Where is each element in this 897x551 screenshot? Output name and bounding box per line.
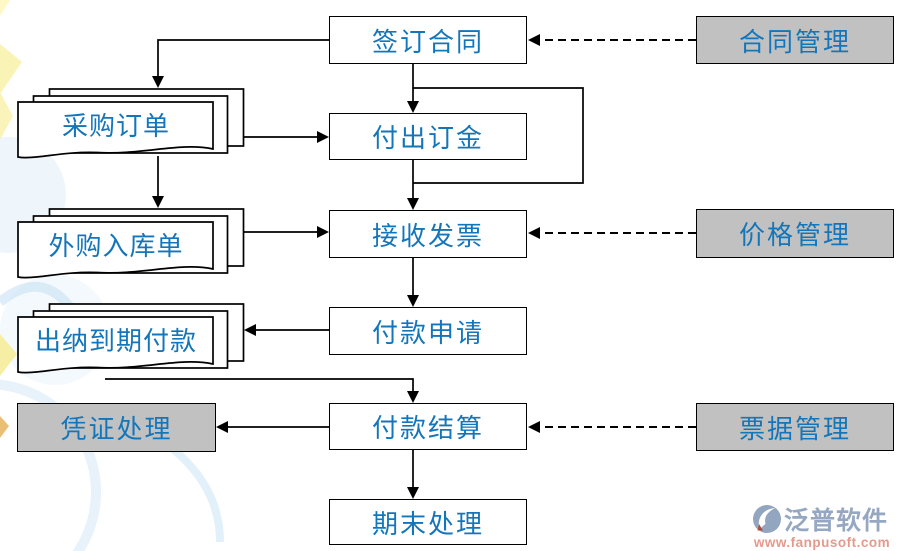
node-label: 付款申请 [371,318,484,348]
fanpu-logo-icon [753,505,781,533]
node-receive-invoice: 接收发票 [329,210,527,258]
doc-purchase-order: 采购订单 [17,88,245,168]
node-bill-management: 票据管理 [696,403,894,451]
connector-bill-mgmt-to-settlement [528,421,696,433]
node-sign-contract: 签订合同 [329,16,527,64]
node-price-management: 价格管理 [696,209,894,258]
node-label: 出纳到期付款 [34,327,197,356]
brand-logo: 泛普软件 www.fanpusoft.com [752,501,892,550]
node-pay-deposit: 付出订金 [329,113,527,160]
connector-settlement-to-voucher [216,421,329,433]
node-label: 票据管理 [738,414,851,444]
connector-sign-to-deposit [407,64,419,113]
brand-name: 泛普软件 [784,507,889,535]
connector-price-mgmt-to-invoice [528,227,696,239]
node-label: 期末处理 [371,509,484,539]
node-payment-request: 付款申请 [329,307,527,355]
node-label: 采购订单 [61,112,170,141]
node-period-end-processing: 期末处理 [329,499,527,545]
node-label: 价格管理 [738,221,851,250]
node-contract-management: 合同管理 [696,16,894,64]
connector-contract-mgmt-to-sign [528,34,696,46]
document-stack-icon [17,303,245,374]
node-label: 接收发票 [371,221,484,251]
node-label: 签订合同 [371,27,484,57]
connector-warehouse-to-invoice [244,226,329,238]
connector-settlement-to-period-end [407,450,419,499]
connector-sign-to-purchase-order [152,39,329,88]
node-label: 外购入库单 [48,232,184,261]
connector-request-to-cashier [244,324,329,336]
node-payment-settlement: 付款结算 [329,403,527,450]
node-voucher-processing: 凭证处理 [17,403,216,452]
connector-invoice-to-request [407,258,419,307]
document-stack-icon [17,88,245,159]
node-label: 付款结算 [371,414,484,443]
node-label: 合同管理 [738,27,851,57]
node-label: 凭证处理 [60,415,173,444]
brand-website: www.fanpusoft.com [753,535,891,550]
connector-deposit-to-invoice [407,160,419,210]
node-label: 付出订金 [371,124,484,153]
document-stack-icon [17,208,245,279]
doc-cashier-due-payment: 出纳到期付款 [17,303,245,383]
doc-warehouse-receipt: 出纳到期付款 接收发票 采购订单 外购入库单 [17,208,245,288]
